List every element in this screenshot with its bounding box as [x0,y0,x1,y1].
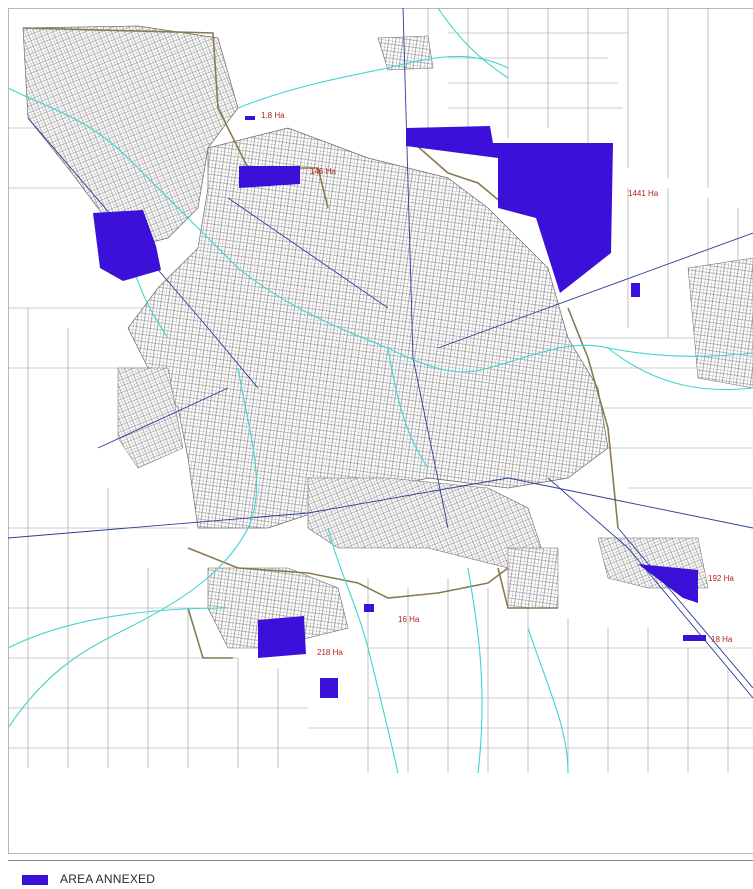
label-a1: 1.8 Ha [261,111,285,120]
label-a7: 218 Ha [317,648,343,657]
road-lines [8,8,753,699]
label-a2: 146 Ha [310,167,336,176]
river-lines [8,8,753,773]
annexed-area-a10 [320,678,338,698]
annexed-area-a1 [245,116,255,120]
boundary-lines [22,27,619,659]
label-a6: 16 Ha [398,615,420,624]
city-map[interactable]: 1.8 Ha 146 Ha 1441 Ha 16 Ha 218 Ha 192 H… [8,8,753,854]
label-a8: 192 Ha [708,574,734,583]
annexed-area-a9 [683,635,706,641]
legend: AREA ANNEXED [8,860,753,889]
annexed-area-a2 [239,166,300,188]
annexed-areas [93,116,706,698]
area-labels: 1.8 Ha 146 Ha 1441 Ha 16 Ha 218 Ha 192 H… [261,111,734,657]
annexed-area-a3 [406,126,613,293]
legend-label: AREA ANNEXED [60,872,156,886]
parcel-lines [8,8,753,773]
annexed-area-a8 [638,564,698,603]
legend-swatch [22,875,48,885]
urban-fabric [22,25,753,649]
label-a3: 1441 Ha [628,189,659,198]
annexed-area-a5 [93,210,161,281]
annexed-area-a7 [258,616,306,658]
annexed-area-a4 [631,283,640,297]
annexed-area-a6 [364,604,374,612]
label-a9: 18 Ha [711,635,733,644]
